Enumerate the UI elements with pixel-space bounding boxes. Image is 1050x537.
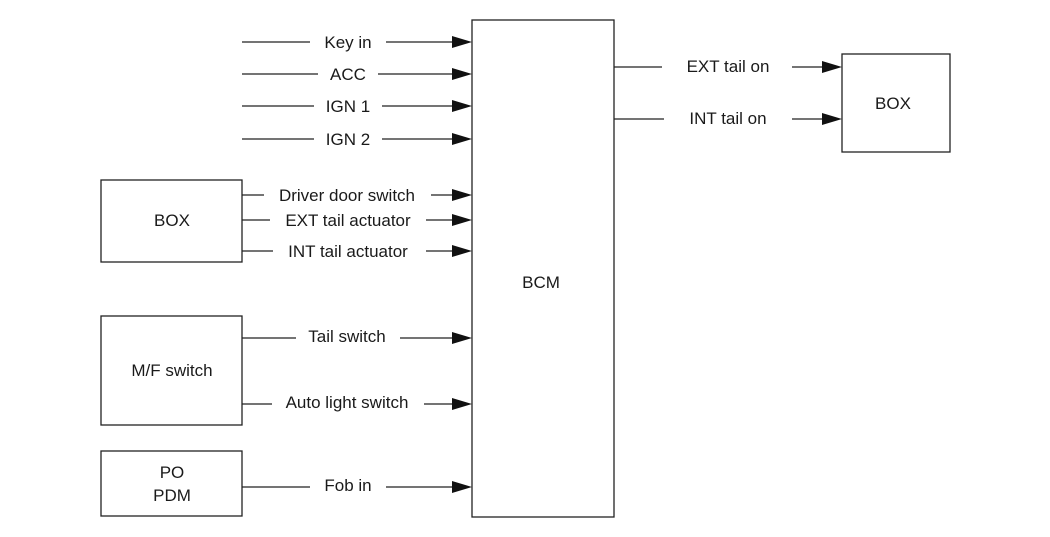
signal-acc: ACC: [242, 65, 472, 84]
signal-ext-tail-on-label: EXT tail on: [687, 57, 770, 76]
arrowhead: [452, 189, 472, 201]
bcm-block: BCM: [471, 19, 615, 518]
signal-auto-light-switch-label: Auto light switch: [286, 393, 409, 412]
bcm-label: BCM: [522, 273, 560, 292]
arrowhead: [822, 113, 842, 125]
signal-driver-door-switch: Driver door switch: [242, 186, 472, 205]
signal-ext-tail-actuator: EXT tail actuator: [242, 211, 472, 230]
signal-key-in-label: Key in: [324, 33, 371, 52]
signal-int-tail-on: INT tail on: [614, 109, 842, 128]
signal-fob-in-label: Fob in: [324, 476, 371, 495]
signal-int-tail-actuator-label: INT tail actuator: [288, 242, 408, 261]
signal-driver-door-switch-label: Driver door switch: [279, 186, 415, 205]
output-box: BOX: [841, 53, 951, 153]
arrowhead: [452, 481, 472, 493]
arrowhead: [452, 214, 472, 226]
signal-ext-tail-on: EXT tail on: [614, 57, 842, 76]
po-pdm-label-line2: PDM: [153, 486, 191, 505]
input-box-label: BOX: [154, 211, 190, 230]
arrowhead: [452, 68, 472, 80]
signal-ign1: IGN 1: [242, 97, 472, 116]
signal-acc-label: ACC: [330, 65, 366, 84]
arrowhead: [452, 133, 472, 145]
po-pdm-label-line1: PO: [160, 463, 185, 482]
po-pdm-block: PO PDM: [100, 450, 243, 517]
signal-key-in: Key in: [242, 33, 472, 52]
signal-tail-switch-label: Tail switch: [308, 327, 385, 346]
arrowhead: [452, 398, 472, 410]
signal-ext-tail-actuator-label: EXT tail actuator: [285, 211, 411, 230]
arrowhead: [452, 332, 472, 344]
signal-ign2: IGN 2: [242, 130, 472, 149]
signal-int-tail-on-label: INT tail on: [689, 109, 766, 128]
input-box: BOX: [100, 179, 243, 263]
arrowhead: [452, 100, 472, 112]
arrowhead: [452, 36, 472, 48]
signal-ign2-label: IGN 2: [326, 130, 370, 149]
signal-ign1-label: IGN 1: [326, 97, 370, 116]
arrowhead: [822, 61, 842, 73]
arrowhead: [452, 245, 472, 257]
output-box-label: BOX: [875, 94, 911, 113]
signal-tail-switch: Tail switch: [242, 327, 472, 346]
mf-switch-block: M/F switch: [100, 315, 243, 426]
mf-switch-label: M/F switch: [131, 361, 212, 380]
signal-int-tail-actuator: INT tail actuator: [242, 242, 472, 261]
signal-auto-light-switch: Auto light switch: [242, 393, 472, 412]
signal-fob-in: Fob in: [242, 476, 472, 495]
